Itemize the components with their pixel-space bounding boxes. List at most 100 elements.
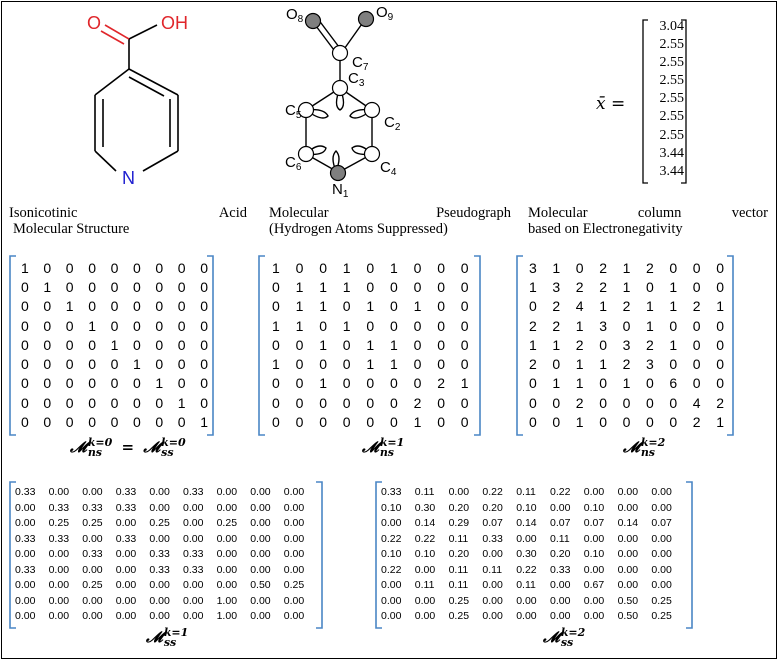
atom-label-o9: O9	[376, 4, 394, 23]
matrix-cell: 0.00	[250, 563, 271, 576]
matrix-cell: 0.00	[82, 486, 103, 498]
matrix-cell: 0	[319, 413, 327, 430]
matrix-cell: 0.50	[617, 610, 639, 623]
matrix-cell: 0.11	[414, 579, 435, 592]
matrix-cell: 0.00	[651, 579, 672, 592]
matrix-cell: 0.33	[381, 486, 402, 498]
atom-label-c4: C4	[380, 159, 397, 178]
matrix-cell: 2	[599, 279, 607, 296]
matrix-cell: 1	[43, 279, 52, 296]
matrix-cell: 0	[716, 317, 724, 334]
matrix-cell: 0	[155, 356, 164, 373]
matrix-cell: 0	[622, 317, 631, 334]
matrix-cell: 0.00	[381, 610, 402, 623]
matrix-cell: 0	[133, 298, 141, 315]
matrix-cell: 0	[413, 375, 422, 392]
matrix-cell: 0	[366, 394, 375, 411]
matrix-cell: 1	[133, 356, 141, 373]
matrix-cell: 0.00	[583, 594, 605, 607]
matrix-cell: 1	[155, 375, 164, 392]
matrix-cell: 0.00	[250, 610, 271, 623]
matrix-cell: 0	[43, 413, 52, 430]
matrix-cell: 1	[552, 375, 561, 392]
matrix-cell: 1	[716, 413, 724, 430]
matrix-cell: 1	[622, 260, 631, 276]
matrix-cell: 0.25	[216, 517, 238, 530]
matrix-cell: 0.00	[183, 594, 204, 607]
matrix-cell: 0	[65, 336, 74, 353]
matrix-cell: 0.11	[550, 532, 570, 545]
oxygen-label: O	[87, 13, 101, 33]
matrix-cell: 0	[272, 298, 280, 315]
matrix-cell: 0.25	[651, 610, 672, 623]
matrix-cell: 0	[200, 260, 208, 276]
matrix-cell: 0.00	[583, 563, 605, 576]
matrix-cell: 0.22	[482, 486, 503, 498]
matrix-cell: 1	[669, 336, 678, 353]
matrix-cell: 0	[177, 336, 186, 353]
matrix-cell: 0	[529, 394, 537, 411]
matrix-cell: 0	[295, 375, 304, 392]
matrix-cell: 0	[413, 260, 422, 276]
matrix-cell: 0.00	[283, 563, 305, 576]
matrix-cell: 0.00	[651, 501, 672, 514]
matrix-cell: 0.20	[448, 548, 470, 561]
matrix-cell: 0.00	[381, 579, 402, 592]
matrix-cell: 0.00	[183, 501, 204, 514]
matrix-cell: 0.00	[482, 610, 503, 623]
matrix-cell: 0	[669, 394, 678, 411]
matrix-cell: 0	[133, 317, 141, 334]
matrix-cell: 0	[110, 260, 119, 276]
matrix-cell: 0.22	[550, 486, 571, 498]
matrix-cell: 0	[342, 413, 351, 430]
matrix-cell: 0.25	[149, 517, 170, 530]
matrix-cell: 0	[460, 336, 469, 353]
matrix-cell: 1	[529, 279, 537, 296]
matrix-cell: 0.00	[115, 579, 137, 592]
matrix-cell: 0	[272, 375, 280, 392]
matrix-cell: 0	[133, 260, 141, 276]
matrix-cell: 0	[437, 298, 445, 315]
matrix-cell: 2	[575, 279, 584, 296]
vector-entry: 2.55	[659, 37, 685, 53]
matrix-cell: 0.00	[82, 594, 103, 607]
matrix-cell: 0.30	[414, 501, 436, 514]
matrix-cell: 0.33	[183, 563, 204, 576]
matrix-cell: 0.00	[115, 594, 137, 607]
matrix-cell: 0	[319, 317, 327, 334]
matrix-cell: 0.00	[583, 532, 605, 545]
matrix-cell: 0	[622, 413, 631, 430]
matrix-cell: 1	[622, 375, 631, 392]
matrix-cell: 0	[529, 298, 537, 315]
matrix-cell: 0.00	[115, 563, 137, 576]
matrix-cell: 0.00	[149, 594, 170, 607]
matrix-cell: 0	[177, 375, 186, 392]
matrix-cell: 0.00	[149, 610, 170, 623]
matrix-cell: 0	[552, 394, 561, 411]
matrix-cell: 0.00	[216, 548, 238, 561]
matrix-cell: 0.33	[115, 486, 137, 498]
matrix-cell: 1	[366, 336, 375, 353]
matrix-cell: 0	[295, 356, 304, 373]
atom-label-o8: O8	[286, 6, 304, 25]
matrix-cell: 0	[342, 298, 351, 315]
matrix-cell: 0	[437, 413, 445, 430]
matrix-cell: 0.00	[48, 563, 70, 576]
matrix-cell: 0.67	[583, 579, 605, 592]
matrix-cell: 1	[21, 260, 29, 276]
matrix-cell: 0.33	[149, 548, 170, 561]
matrix-cell: 0.00	[482, 579, 503, 592]
matrix-cell: 0.33	[82, 501, 103, 514]
matrix-cell: 0	[155, 336, 164, 353]
matrix-cell: 0	[43, 394, 52, 411]
matrix-cell: 1	[716, 298, 724, 315]
matrix-cell: 0	[599, 394, 607, 411]
matrix-cell: 0.00	[651, 532, 672, 545]
matrix-cell: 0.10	[516, 501, 537, 514]
